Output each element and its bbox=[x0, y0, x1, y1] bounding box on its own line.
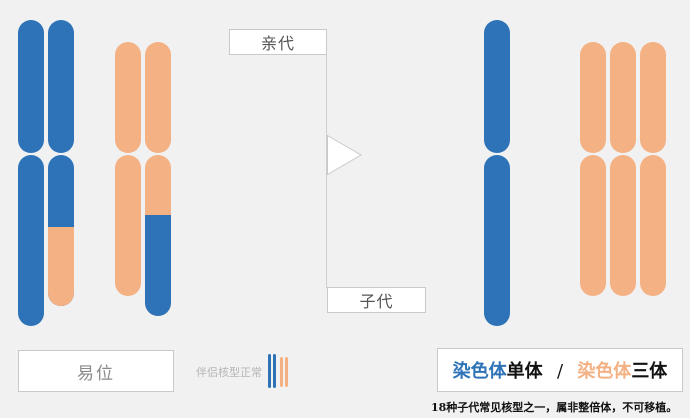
translocated-segment bbox=[48, 227, 74, 306]
chromosome-arm-p bbox=[484, 20, 510, 153]
child-label-box: 子代 bbox=[327, 287, 426, 313]
translocation-label-box: 易位 bbox=[18, 350, 174, 392]
child-blue-chromosome bbox=[484, 20, 510, 326]
chromosome-arm-p bbox=[48, 20, 74, 153]
result-label: 染色体单体 / 染色体三体 bbox=[453, 357, 668, 383]
chromosome-arm-p bbox=[580, 42, 606, 153]
chromosome-arm-q bbox=[18, 155, 44, 326]
trisomy-text: 三体 bbox=[631, 361, 667, 382]
child-peach-chromosome-2 bbox=[610, 42, 636, 296]
trisomy-chromosome-text: 染色体 bbox=[577, 361, 631, 382]
parent-label: 亲代 bbox=[261, 30, 295, 54]
partner-normal-note: 伴侣核型正常 bbox=[196, 364, 262, 380]
child-label: 子代 bbox=[359, 288, 393, 312]
chromosome-arm-p bbox=[640, 42, 666, 153]
normal-karyotype-icon bbox=[268, 354, 290, 388]
chromosome-arm-q bbox=[484, 155, 510, 326]
result-separator: / bbox=[557, 361, 563, 382]
chromosome-arm-q bbox=[640, 155, 666, 296]
chromosome-arm-q bbox=[48, 155, 74, 306]
footnote: 18种子代常见核型之一，属非整倍体，不可移植。 bbox=[431, 399, 677, 415]
chromosome-arm-q bbox=[580, 155, 606, 296]
chromosome-arm-q bbox=[115, 155, 141, 296]
parent-chromosome-4-translocated bbox=[145, 42, 171, 316]
chromosome-arm-q bbox=[145, 155, 171, 316]
translocated-segment bbox=[145, 215, 171, 316]
parent-chromosome-2-translocated bbox=[48, 20, 74, 306]
monosomy-text: 单体 bbox=[507, 361, 543, 382]
chromosome-arm-p bbox=[18, 20, 44, 153]
result-label-box: 染色体单体 / 染色体三体 bbox=[437, 348, 683, 392]
chromosome-arm-p bbox=[115, 42, 141, 153]
arrow-right-icon bbox=[327, 135, 363, 175]
parent-label-box: 亲代 bbox=[229, 29, 327, 55]
chromosome-arm-q bbox=[610, 155, 636, 296]
monosomy-chromosome-text: 染色体 bbox=[453, 361, 507, 382]
parent-chromosome-3 bbox=[115, 42, 141, 296]
chromosome-arm-p bbox=[610, 42, 636, 153]
translocation-label: 易位 bbox=[77, 359, 115, 384]
parent-chromosome-1 bbox=[18, 20, 44, 326]
child-peach-chromosome-3 bbox=[640, 42, 666, 296]
child-peach-chromosome-1 bbox=[580, 42, 606, 296]
chromosome-arm-p bbox=[145, 42, 171, 153]
